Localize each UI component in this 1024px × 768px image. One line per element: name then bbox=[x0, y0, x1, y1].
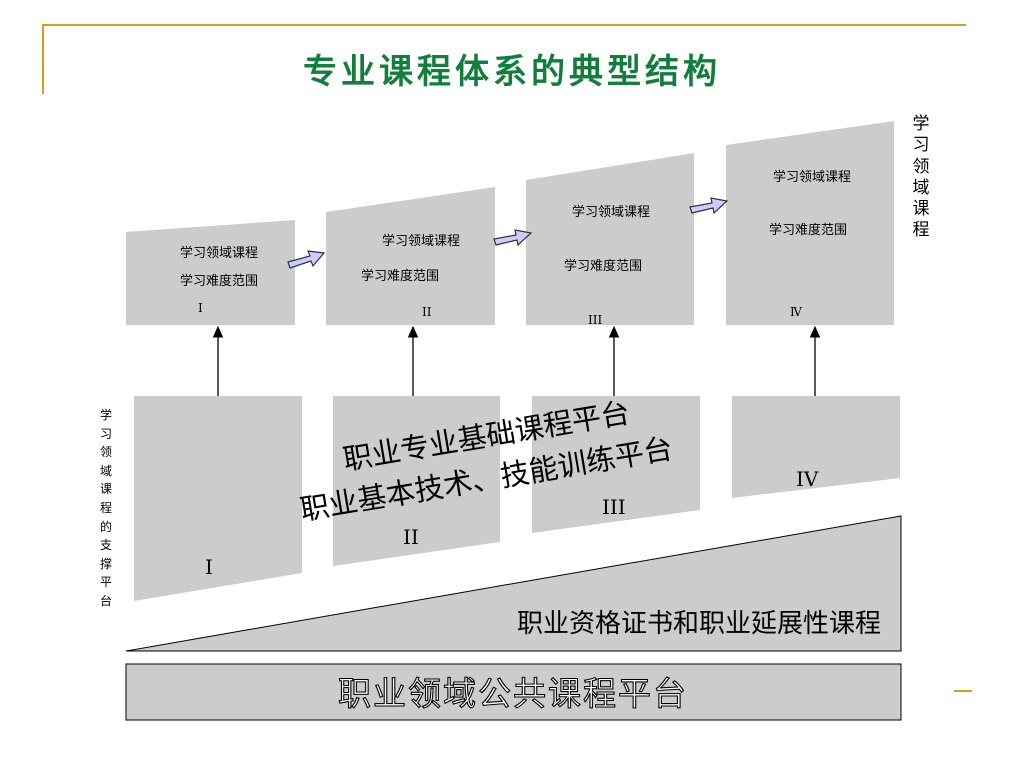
top-box-1-numeral: I bbox=[198, 301, 203, 315]
progress-arrow-3 bbox=[689, 197, 729, 215]
top-box-4-line1: 学习领域课程 bbox=[773, 169, 851, 185]
top-box-4 bbox=[726, 121, 894, 325]
right-vertical-label: 学 习 领 域 课 程 bbox=[912, 114, 930, 241]
base-platform-label: 职业领域公共课程平台 bbox=[338, 674, 688, 713]
base-platform bbox=[125, 663, 902, 721]
top-box-3 bbox=[526, 153, 694, 325]
lower-box-4-numeral: IV bbox=[796, 467, 819, 491]
top-box-2-numeral: II bbox=[422, 305, 432, 319]
top-box-4-line2: 学习难度范围 bbox=[769, 222, 847, 238]
frame-left-line bbox=[42, 24, 44, 94]
lower-box-1-numeral: I bbox=[205, 555, 213, 579]
wedge-label: 职业资格证书和职业延展性课程 bbox=[517, 609, 881, 639]
top-box-2 bbox=[326, 187, 495, 325]
progress-arrow-1 bbox=[287, 250, 326, 269]
top-box-3-line1: 学习领域课程 bbox=[572, 204, 650, 220]
frame-top-line bbox=[42, 24, 966, 26]
top-box-1-line1: 学习领域课程 bbox=[180, 245, 258, 261]
slide-title: 专业课程体系的典型结构 bbox=[303, 52, 721, 92]
top-box-1-line2: 学习难度范围 bbox=[180, 273, 258, 289]
lower-box-2 bbox=[333, 396, 500, 566]
frame-bottom-tick bbox=[954, 690, 972, 692]
lower-box-4 bbox=[732, 396, 900, 498]
lower-box-3-numeral: III bbox=[602, 495, 626, 519]
top-box-3-line2: 学习难度范围 bbox=[564, 258, 642, 274]
progress-arrow-2 bbox=[493, 229, 533, 247]
top-box-2-line1: 学习领域课程 bbox=[382, 233, 460, 249]
top-box-1 bbox=[126, 220, 295, 325]
lower-box-3 bbox=[532, 396, 700, 533]
top-box-4-numeral: Ⅳ bbox=[790, 305, 803, 319]
lower-box-1 bbox=[134, 396, 302, 601]
extension-wedge bbox=[125, 515, 902, 652]
lower-box-2-numeral: II bbox=[403, 525, 419, 549]
top-box-2-line2: 学习难度范围 bbox=[361, 268, 439, 284]
top-box-3-numeral: III bbox=[588, 313, 602, 327]
left-vertical-label: 学 习 领 域 课 程 的 支 撑 平 台 bbox=[99, 408, 112, 608]
